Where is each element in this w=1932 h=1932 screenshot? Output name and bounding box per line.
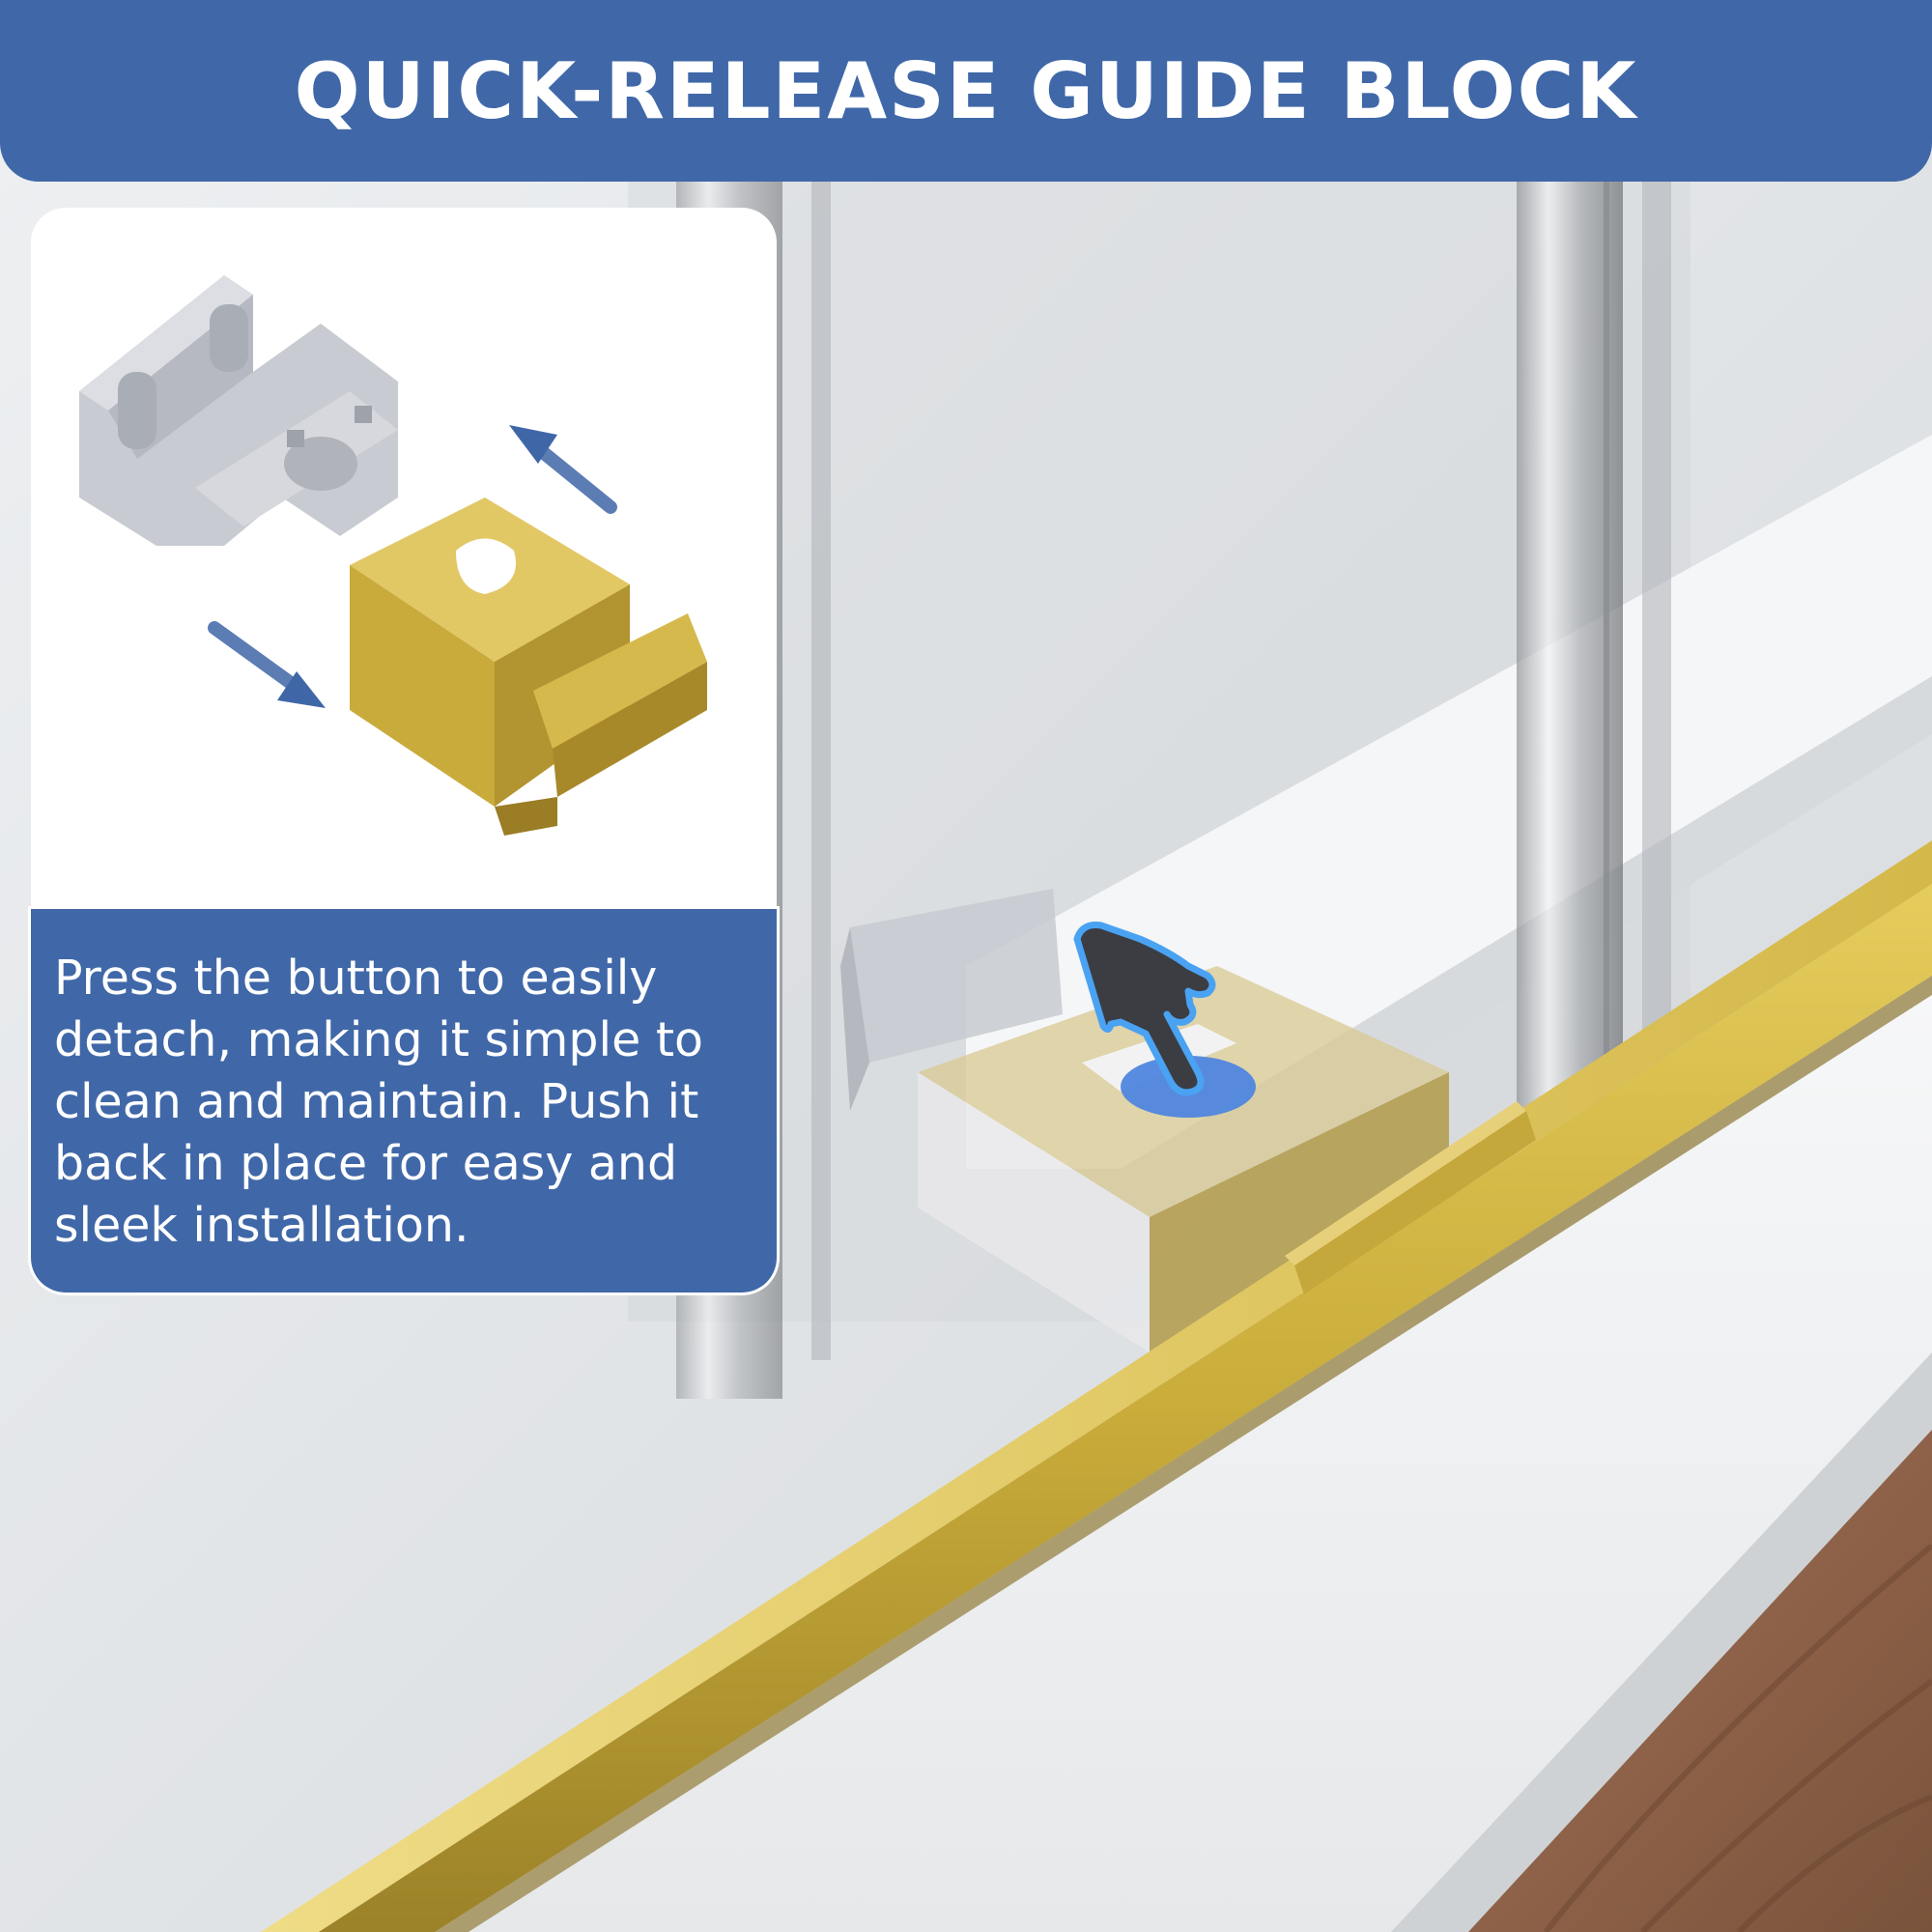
rail-connector (1294, 1111, 1536, 1294)
door-post-right-edge (1642, 182, 1671, 1109)
gold-rail-front (319, 884, 1932, 1932)
title-banner: QUICK-RELEASE GUIDE BLOCK (0, 0, 1932, 182)
product-photo-card (31, 208, 777, 909)
door-post-left-edge (811, 182, 831, 1360)
page-title: QUICK-RELEASE GUIDE BLOCK (294, 45, 1638, 136)
arrow-icon-down (208, 621, 326, 708)
wood-floor (1468, 1430, 1932, 1932)
exploded-view-illustration (79, 275, 707, 836)
pointing-hand-icon (1073, 922, 1216, 1096)
gold-guide-block-part (350, 497, 707, 836)
bathtub-edge (1391, 1352, 1932, 1932)
caption-card: Press the button to easily detach, makin… (31, 909, 777, 1293)
guide-block-side (918, 1072, 1150, 1352)
rail-connector-top (1285, 1101, 1526, 1265)
glass-edge-line (1604, 182, 1609, 1119)
wood-grain (1543, 1543, 1932, 1932)
guide-block-front (1150, 1072, 1449, 1352)
gray-bracket (850, 889, 1063, 1063)
gray-bracket-part (79, 275, 398, 546)
bathtub (469, 995, 1932, 1932)
caption-text: Press the button to easily detach, makin… (54, 951, 704, 1253)
arrow-icon-up (509, 425, 617, 514)
gray-bracket-side (840, 927, 869, 1111)
gold-rail-shadow (435, 976, 1932, 1932)
